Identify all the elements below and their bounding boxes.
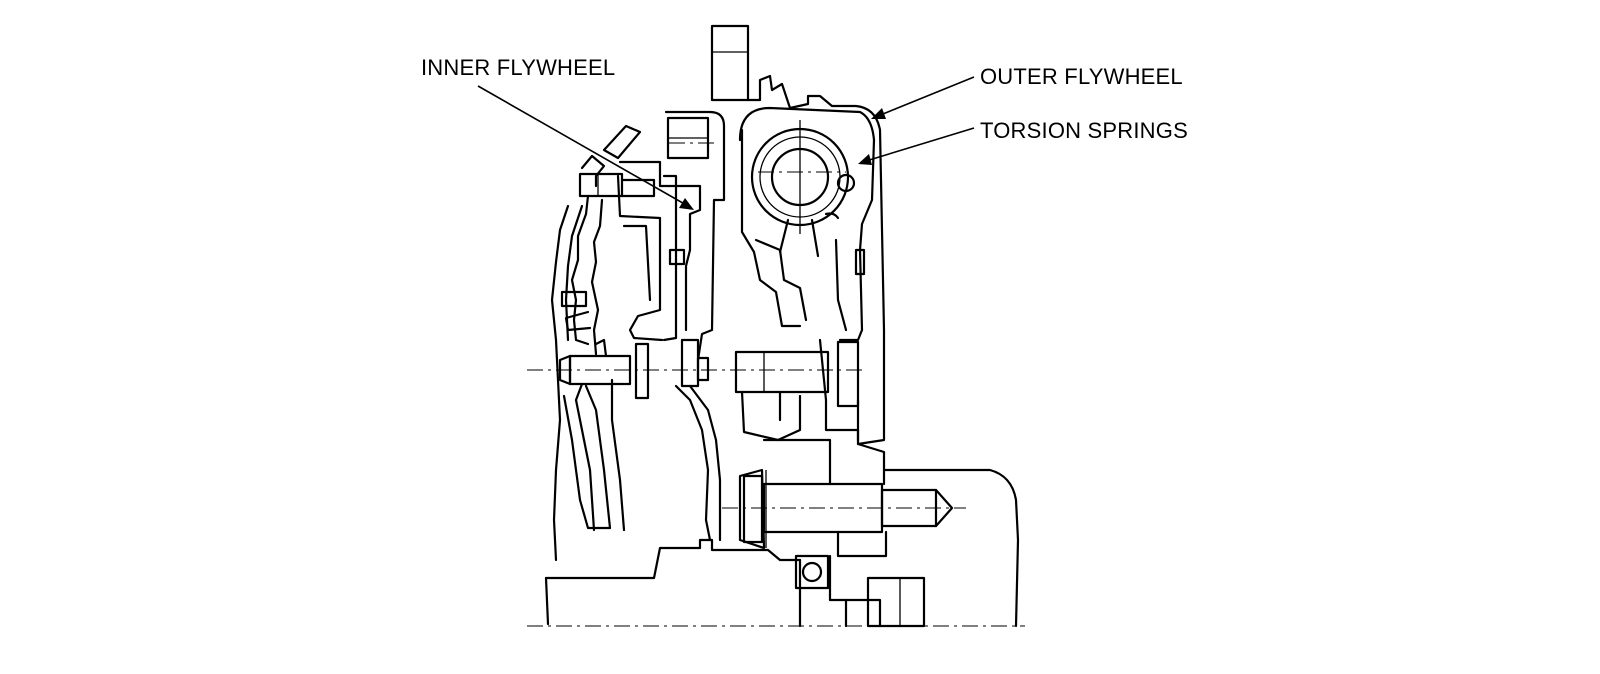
label-torsion-springs: TORSION SPRINGS	[980, 118, 1188, 143]
label-inner-flywheel: INNER FLYWHEEL	[421, 55, 616, 80]
crankshaft-base	[544, 468, 1020, 628]
left-clutch-plates	[550, 124, 656, 562]
leader-torsion-springs	[858, 127, 975, 165]
crank-bolt-assembly	[738, 438, 954, 558]
leader-inner-flywheel	[477, 85, 694, 210]
pilot-bearing	[794, 554, 830, 590]
torsion-spring-ring	[750, 120, 856, 258]
outer-flywheel-housing	[738, 74, 886, 446]
top-bracket	[710, 24, 750, 102]
lower-web	[562, 378, 802, 542]
label-outer-flywheel: OUTER FLYWHEEL	[980, 64, 1183, 89]
leader-outer-flywheel	[871, 76, 975, 119]
inner-flywheel-block	[616, 110, 726, 362]
